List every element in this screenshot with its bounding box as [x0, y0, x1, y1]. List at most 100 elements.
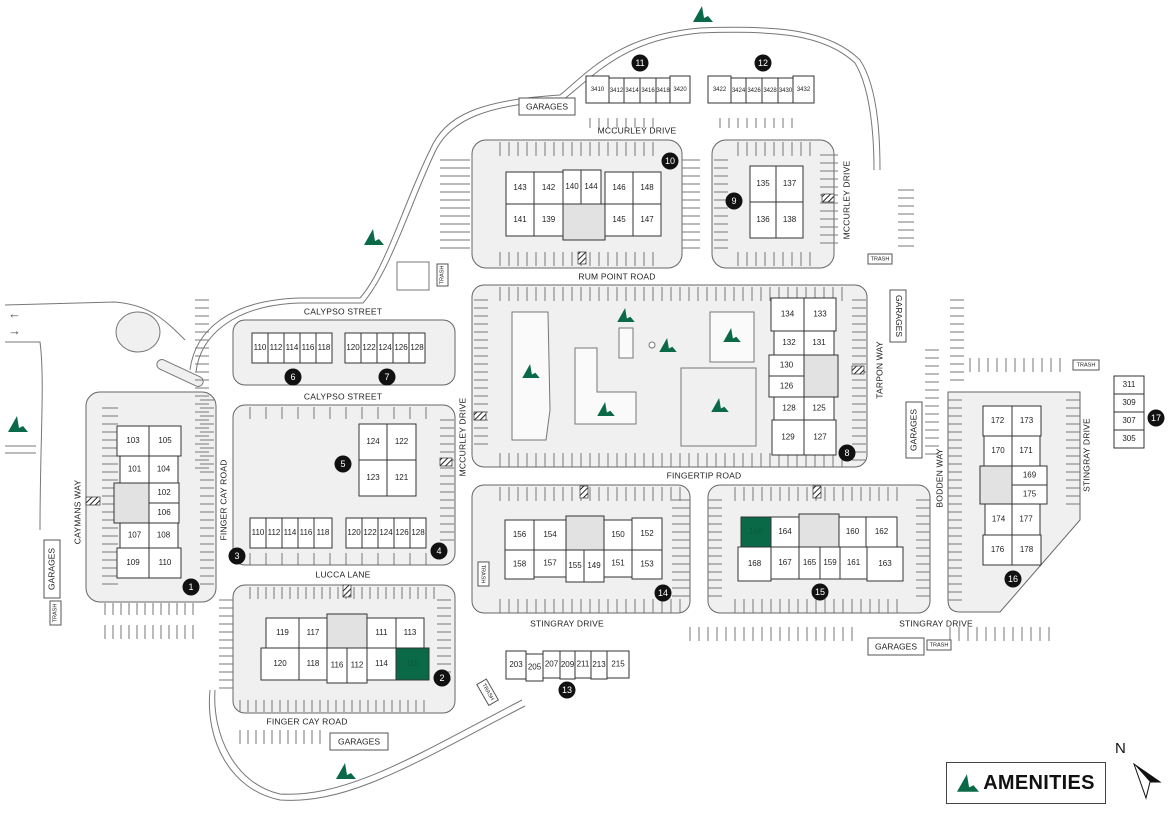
unit-167[interactable] — [770, 546, 800, 580]
street-label: TARPON WAY — [874, 341, 884, 399]
unit-122[interactable] — [386, 423, 417, 461]
unit-161[interactable] — [839, 546, 868, 580]
building-number: 9 — [731, 196, 736, 206]
unit-148[interactable] — [632, 171, 662, 205]
unit-305[interactable] — [1113, 429, 1145, 449]
unit-101[interactable] — [119, 455, 150, 484]
unit-170[interactable] — [983, 435, 1013, 467]
building-badge[interactable]: 14 — [654, 584, 672, 602]
unit-152[interactable] — [631, 517, 663, 551]
unit-168[interactable] — [737, 546, 772, 582]
unit-number: 215 — [611, 660, 625, 669]
unit-3420[interactable] — [669, 75, 691, 104]
building-badge[interactable]: 4 — [430, 542, 448, 560]
unit-178[interactable] — [1011, 534, 1042, 566]
unit-113[interactable] — [395, 617, 425, 649]
unit-151[interactable] — [603, 549, 633, 578]
amenity-icon[interactable] — [8, 416, 28, 432]
unit-163[interactable] — [866, 546, 904, 582]
building-badge[interactable]: 1 — [182, 578, 200, 596]
unit-128[interactable] — [408, 332, 426, 364]
unit-156[interactable] — [504, 519, 535, 551]
unit-104[interactable] — [148, 455, 179, 484]
unit-137[interactable] — [775, 165, 804, 203]
unit-158[interactable] — [504, 549, 535, 580]
amenity-icon[interactable] — [693, 6, 713, 22]
building-badge[interactable]: 16 — [1004, 570, 1022, 588]
unit-127[interactable] — [803, 419, 837, 456]
unit-128[interactable] — [409, 517, 427, 549]
building-badge[interactable]: 5 — [334, 455, 352, 473]
unit-215[interactable] — [606, 650, 630, 679]
unit-177[interactable] — [1011, 503, 1041, 536]
unit-number: 205 — [528, 663, 542, 672]
unit-number: 174 — [992, 515, 1006, 524]
building-number: 4 — [436, 546, 441, 556]
unit-142[interactable] — [533, 171, 564, 205]
building-badge[interactable]: 2 — [433, 669, 451, 687]
unit-number: 114 — [286, 343, 299, 352]
unit-129[interactable] — [771, 419, 805, 456]
unit-124[interactable] — [358, 423, 388, 461]
unit-143[interactable] — [505, 171, 535, 205]
unit-131[interactable] — [803, 330, 835, 356]
unit-number: 158 — [513, 560, 527, 569]
unit-150[interactable] — [603, 519, 633, 551]
unit-number: 126 — [780, 382, 794, 391]
unit-118[interactable] — [315, 332, 333, 364]
unit-105[interactable] — [148, 425, 182, 457]
unit-160[interactable] — [838, 516, 867, 548]
amenity-icon[interactable] — [364, 229, 384, 245]
unit-number: 138 — [783, 215, 797, 224]
amenity-icon[interactable] — [336, 763, 356, 779]
unit-171[interactable] — [1011, 435, 1041, 467]
unit-number: 111 — [375, 628, 388, 637]
unit-133[interactable] — [803, 297, 837, 332]
building-badge[interactable]: 6 — [284, 368, 302, 386]
unit-number: 117 — [307, 628, 320, 637]
unit-number: 142 — [542, 183, 556, 192]
unit-136[interactable] — [749, 201, 777, 239]
unit-number: 155 — [568, 561, 582, 570]
unit-138[interactable] — [775, 201, 804, 239]
unit-103[interactable] — [116, 425, 150, 457]
unit-110[interactable] — [148, 547, 182, 579]
building-badge[interactable]: 8 — [838, 444, 856, 462]
building-badge[interactable]: 11 — [631, 54, 649, 72]
unit-166[interactable] — [740, 516, 772, 548]
unit-146[interactable] — [604, 171, 634, 205]
unit-number: 173 — [1020, 416, 1034, 425]
unit-153[interactable] — [631, 549, 663, 580]
building-badge[interactable]: 7 — [378, 368, 396, 386]
building-badge[interactable]: 10 — [661, 152, 679, 170]
unit-118[interactable] — [313, 517, 333, 549]
unit-121[interactable] — [386, 459, 417, 497]
unit-115[interactable] — [395, 647, 430, 681]
unit-114[interactable] — [366, 647, 397, 681]
unit-109[interactable] — [116, 547, 150, 579]
unit-139[interactable] — [533, 203, 564, 237]
unit-147[interactable] — [632, 203, 662, 237]
building-badge[interactable]: 12 — [754, 54, 772, 72]
unit-108[interactable] — [148, 522, 179, 549]
unit-134[interactable] — [770, 297, 805, 332]
unit-176[interactable] — [982, 534, 1013, 566]
unit-118[interactable] — [298, 647, 328, 681]
building-badge[interactable]: 9 — [725, 192, 743, 210]
street-label: FINGER CAY ROAD — [266, 716, 347, 726]
unit-number: 118 — [307, 659, 320, 668]
building-badge[interactable]: 3 — [228, 547, 246, 565]
building-badge[interactable]: 15 — [811, 583, 829, 601]
unit-141[interactable] — [505, 203, 535, 237]
svg-text:TRASH: TRASH — [871, 256, 890, 262]
unit-135[interactable] — [749, 165, 777, 203]
unit-123[interactable] — [358, 459, 388, 497]
unit-number: 124 — [379, 528, 393, 537]
unit-132[interactable] — [773, 330, 805, 356]
building-badge[interactable]: 13 — [558, 681, 576, 699]
building-badge[interactable]: 17 — [1147, 409, 1165, 427]
unit-3432[interactable] — [792, 75, 815, 104]
trash-box: TRASH — [436, 263, 449, 287]
unit-173[interactable] — [1011, 405, 1042, 437]
